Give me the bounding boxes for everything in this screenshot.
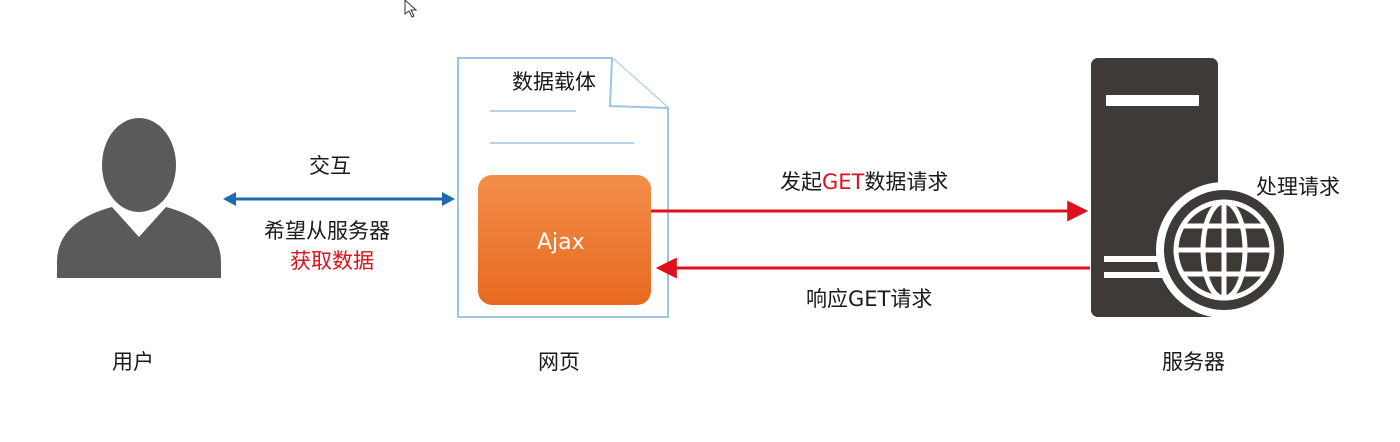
interaction-desc-line1: 希望从服务器	[264, 219, 390, 243]
request-method: GET	[822, 170, 865, 194]
ajax-block	[478, 175, 651, 305]
user-silhouette-icon	[57, 118, 221, 278]
doc-title: 数据载体	[512, 70, 596, 94]
request-label: 发起GET数据请求	[780, 172, 948, 193]
interaction-arrow	[223, 192, 455, 206]
user-label: 用户	[112, 350, 154, 374]
request-prefix: 发起	[780, 170, 822, 194]
server-note: 处理请求	[1256, 175, 1340, 199]
server-label: 服务器	[1162, 350, 1225, 374]
interaction-desc-line2: 获取数据	[290, 249, 374, 273]
globe-icon	[1156, 182, 1292, 318]
ajax-label: Ajax	[537, 230, 585, 255]
webpage-label: 网页	[538, 350, 580, 374]
request-suffix: 数据请求	[864, 170, 949, 194]
response-label: 响应GET请求	[806, 287, 933, 311]
interaction-label: 交互	[309, 154, 351, 178]
mouse-cursor-icon	[404, 0, 418, 18]
